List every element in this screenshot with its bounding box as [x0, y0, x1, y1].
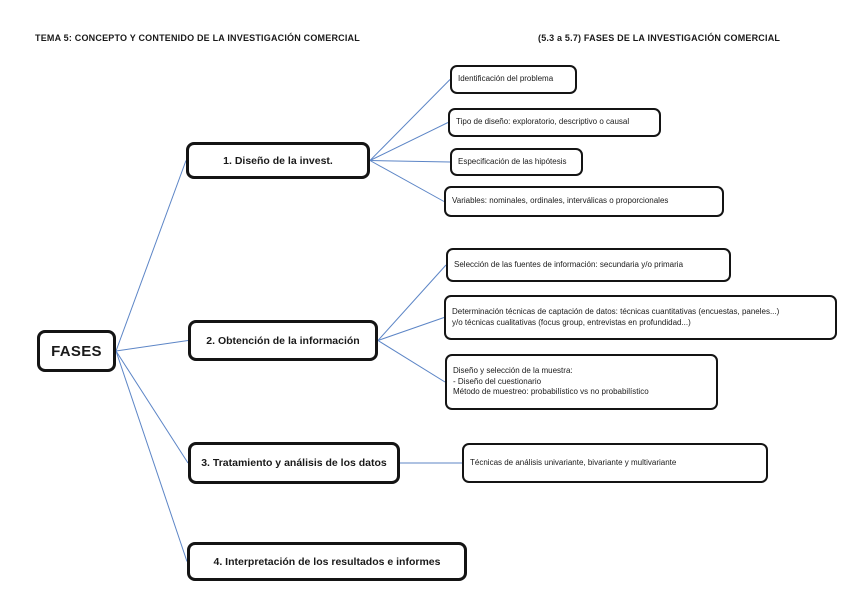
node-sub-1-3-label: Especificación de las hipótesis [458, 156, 567, 166]
node-sub-2-2-label: Determinación técnicas de captación de d… [452, 306, 780, 327]
connector-phase-1-to-sub-1-3 [369, 160, 451, 163]
node-sub-1-4-label: Variables: nominales, ordinales, intervá… [452, 196, 669, 206]
node-phase-2: 2. Obtención de la información [188, 320, 378, 361]
connector-phase-1-to-sub-1-2 [369, 122, 449, 161]
node-sub-1-4: Variables: nominales, ordinales, intervá… [444, 186, 724, 217]
node-fases-label: FASES [51, 342, 102, 360]
connector-fases-to-phase-3 [115, 350, 189, 464]
node-sub-2-3: Diseño y selección de la muestra: - Dise… [445, 354, 718, 410]
node-sub-2-3-label: Diseño y selección de la muestra: - Dise… [453, 365, 649, 397]
connector-fases-to-phase-4 [115, 350, 188, 562]
left-page-title: TEMA 5: CONCEPTO Y CONTENIDO DE LA INVES… [35, 33, 360, 43]
connector-fases-to-phase-1 [115, 160, 187, 352]
node-sub-1-1-label: Identificación del problema [458, 74, 554, 84]
node-phase-1-label: 1. Diseño de la invest. [223, 154, 333, 167]
connector-phase-1-to-sub-1-1 [369, 79, 451, 161]
node-sub-1-2-label: Tipo de diseño: exploratorio, descriptiv… [456, 117, 630, 127]
node-sub-1-3: Especificación de las hipótesis [450, 148, 583, 176]
node-sub-3-1-label: Técnicas de análisis univariante, bivari… [470, 457, 677, 467]
node-sub-1-1: Identificación del problema [450, 65, 577, 94]
node-sub-2-1-label: Selección de las fuentes de información:… [454, 259, 684, 269]
node-phase-1: 1. Diseño de la invest. [186, 142, 370, 179]
node-phase-3-label: 3. Tratamiento y análisis de los datos [201, 457, 387, 469]
node-sub-2-1: Selección de las fuentes de información:… [446, 248, 731, 282]
connector-phase-2-to-sub-2-2 [377, 317, 445, 341]
node-fases: FASES [37, 330, 116, 372]
connector-phase-2-to-sub-2-3 [377, 340, 446, 383]
connector-phase-1-to-sub-1-4 [369, 160, 445, 202]
node-phase-4-label: 4. Interpretación de los resultados e in… [213, 555, 441, 568]
connector-phase-2-to-sub-2-1 [377, 264, 447, 341]
connector-fases-to-phase-2 [115, 340, 189, 352]
node-phase-4: 4. Interpretación de los resultados e in… [187, 542, 467, 581]
node-sub-2-2: Determinación técnicas de captación de d… [444, 295, 837, 340]
node-phase-3: 3. Tratamiento y análisis de los datos [188, 442, 400, 484]
node-sub-3-1: Técnicas de análisis univariante, bivari… [462, 443, 768, 483]
node-sub-1-2: Tipo de diseño: exploratorio, descriptiv… [448, 108, 661, 137]
right-page-title: (5.3 a 5.7) FASES DE LA INVESTIGACIÓN CO… [538, 33, 781, 43]
node-phase-2-label: 2. Obtención de la información [206, 334, 360, 347]
